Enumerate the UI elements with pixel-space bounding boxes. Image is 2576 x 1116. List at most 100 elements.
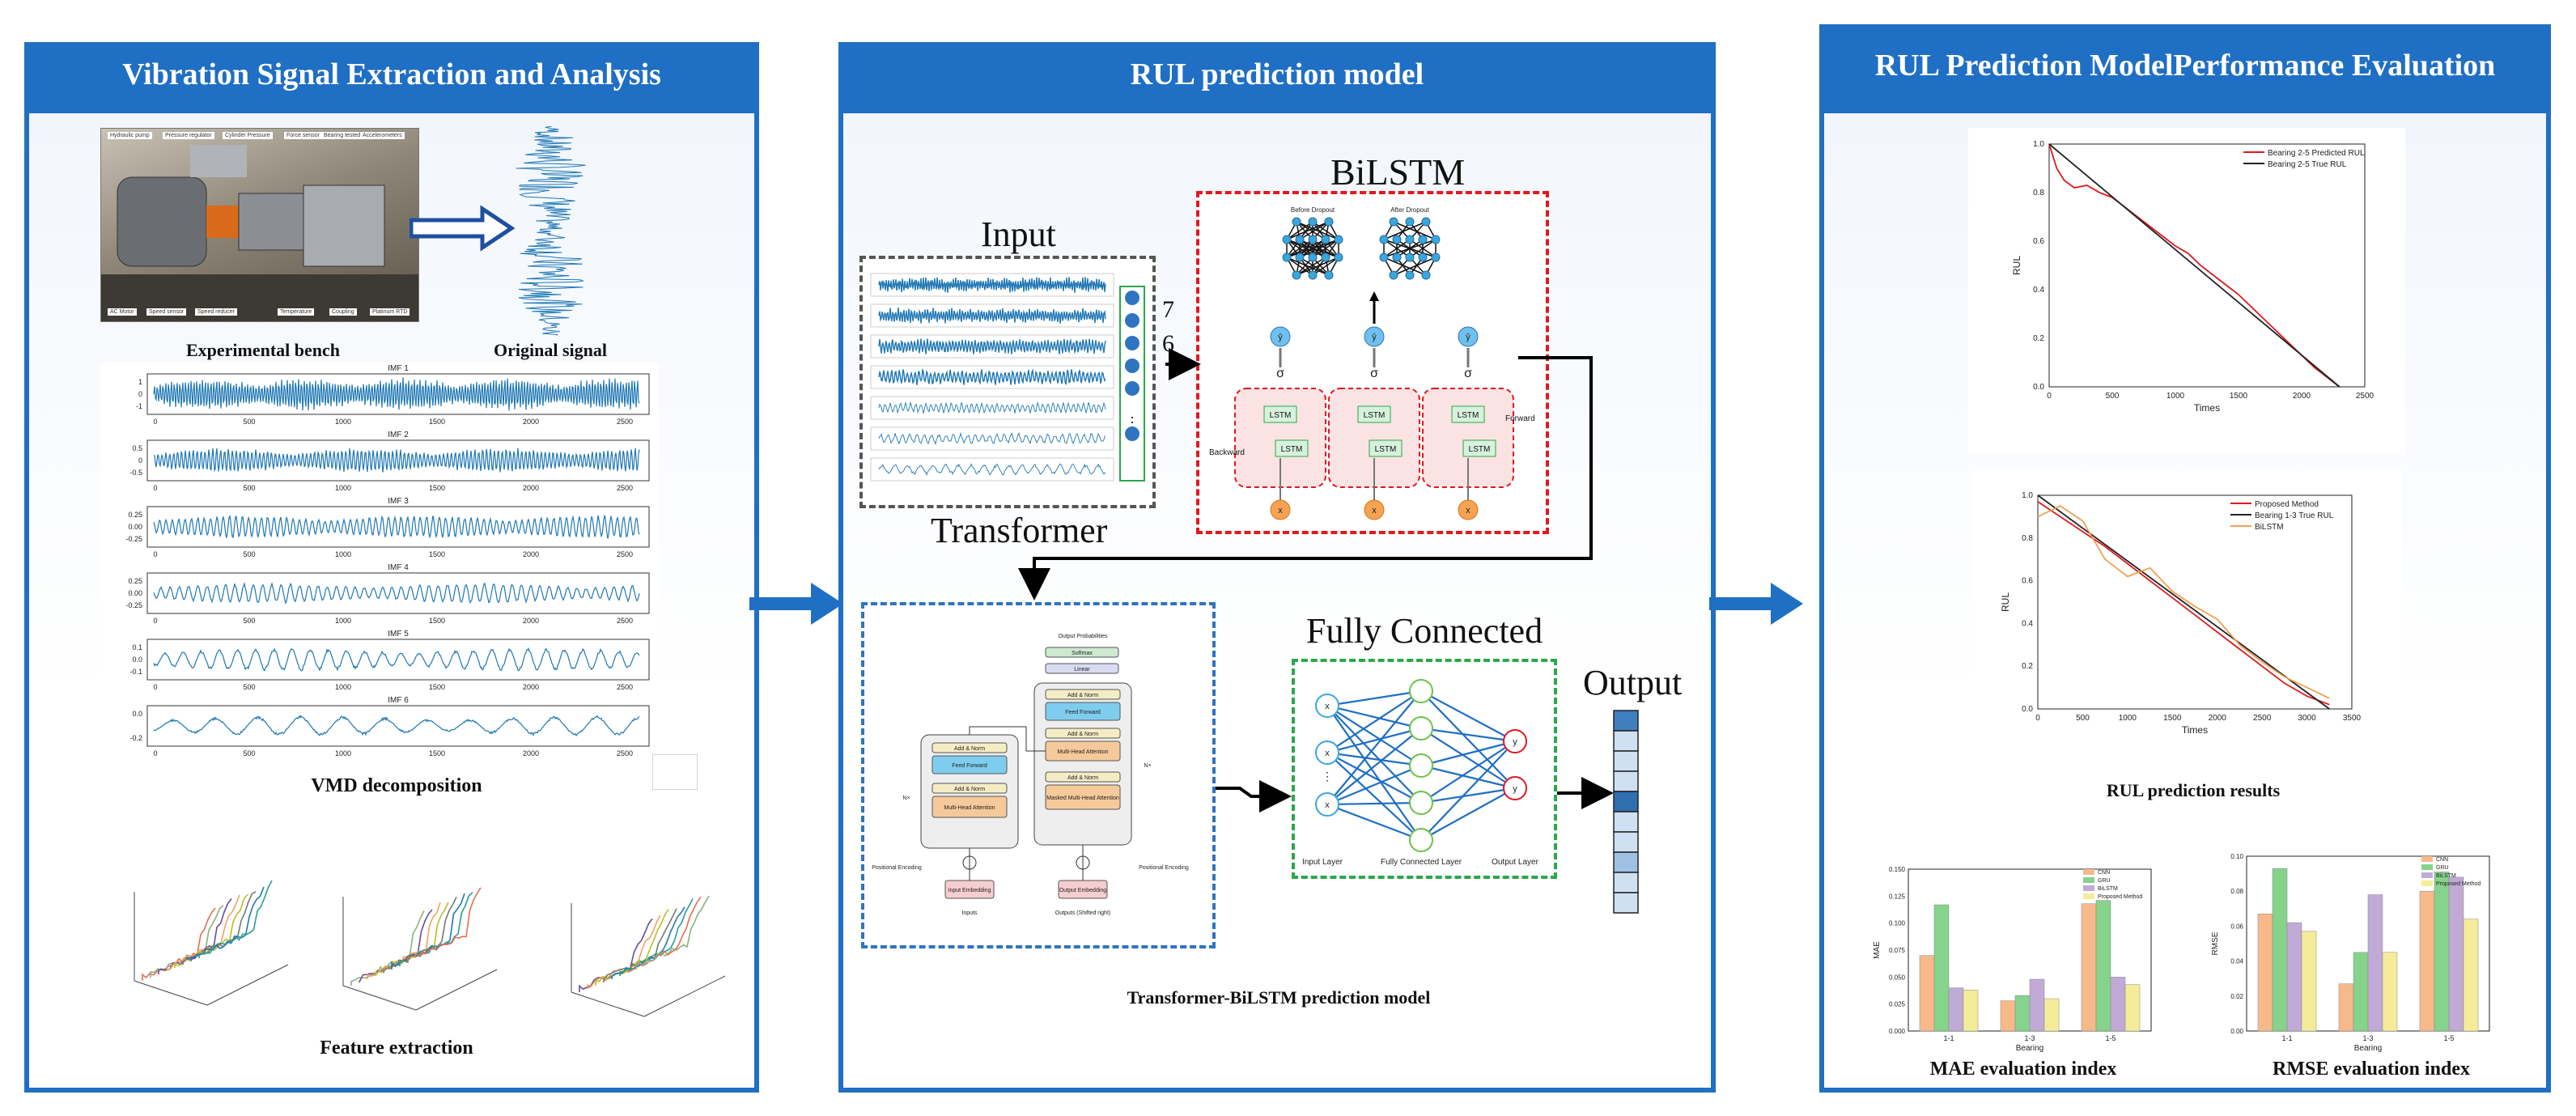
bar-cnn-1-5 — [2081, 903, 2097, 1032]
x-label: x — [1372, 506, 1377, 516]
original-signal-plot — [516, 126, 586, 336]
fc-input-node-0 — [1315, 694, 1339, 718]
feature-curve-0 — [579, 918, 653, 992]
bar-gru-1-1 — [1933, 904, 1950, 1032]
output-cell-6 — [1613, 831, 1639, 853]
dropout-node — [1321, 252, 1330, 262]
bar-cnn-1-3 — [2338, 983, 2354, 1032]
imf-6-ytick: -0.2 — [129, 734, 142, 742]
x-tick-label: 1500 — [2163, 714, 2182, 723]
fc-hidden-node-4 — [1409, 828, 1433, 852]
tf-dec-ff-label: Feed Forward — [1065, 710, 1101, 715]
fc-edge-out — [1420, 740, 1516, 841]
sigma-label: σ — [1464, 367, 1472, 380]
right-panel-title: RUL Prediction ModelPerformance Evaluati… — [1819, 24, 2551, 108]
bar-bilstm-1-3 — [2029, 978, 2045, 1032]
x-label: x — [1278, 506, 1283, 516]
bench-caption: Experimental bench — [185, 340, 341, 360]
fc-edge-in — [1326, 690, 1422, 805]
feature-curve-0 — [350, 910, 425, 986]
dropout-edge — [1393, 221, 1437, 240]
imf-title-1: IMF 1 — [388, 364, 409, 373]
feature-axis-x — [571, 991, 645, 1017]
bar-proposed-method-1-5 — [2463, 919, 2479, 1032]
legend-label-0: Proposed Method — [2255, 500, 2319, 509]
mae-caption: MAE evaluation index — [1929, 1059, 2117, 1080]
tf-input-emb-label: Input Embedding — [948, 888, 991, 893]
output-cell-7 — [1613, 851, 1639, 873]
input-vector-node-4 — [1125, 381, 1139, 396]
vmd-caption: VMD decomposition — [311, 775, 482, 796]
x-tick-label: 1000 — [2119, 714, 2137, 723]
legend-swatch-0 — [2421, 856, 2433, 862]
dropout-arrow-head — [1369, 291, 1379, 301]
tf-dec-addnorm3-label: Add & Norm — [1067, 775, 1098, 781]
y-tick-label: 1.0 — [2022, 491, 2033, 500]
output-cell-0 — [1613, 710, 1639, 732]
left-to-middle-arrow — [749, 583, 843, 625]
legend-label-1: Bearing 2-5 True RUL — [2268, 160, 2347, 169]
imf-6-xtick: 2500 — [617, 749, 633, 757]
bar-bilstm-1-1 — [2286, 922, 2302, 1032]
bar-bilstm-1-1 — [1948, 987, 1964, 1032]
imf-1-xtick: 2000 — [523, 418, 539, 426]
middle-to-right-arrow — [1709, 583, 1803, 625]
tf-output-emb-label: Output Embedding — [1059, 888, 1106, 893]
x-axis-label: Times — [2182, 724, 2208, 736]
imf-4-xtick: 500 — [243, 617, 255, 625]
tf-output-prob: Output Probabilities — [1058, 634, 1108, 639]
x-tick-label: 2500 — [2253, 714, 2272, 723]
empty-frame — [652, 754, 698, 790]
feature-curve-5 — [619, 898, 694, 976]
bar-gru-1-3 — [2353, 952, 2369, 1032]
bar-gru-1-5 — [2434, 872, 2450, 1032]
dropout-node — [1405, 235, 1415, 244]
feature-axis-y — [643, 975, 726, 1017]
feature-curve-0 — [142, 907, 216, 981]
y-axis-label: RUL — [2011, 256, 2022, 275]
output-cell-3 — [1613, 770, 1639, 792]
input-signal-trace-0 — [878, 277, 1106, 293]
feature-curve-1 — [150, 905, 224, 978]
imf-6-xtick: 0 — [153, 749, 157, 757]
legend-swatch-1 — [2421, 864, 2433, 870]
x-tick-label: 1-3 — [2362, 1034, 2373, 1042]
output-label: Output — [1583, 663, 1683, 702]
input-signals: ⋮ — [870, 273, 1145, 482]
fc-label: Fully Connected — [1306, 611, 1543, 651]
dropout-edge — [1296, 257, 1339, 276]
tf-linear — [1045, 663, 1119, 674]
fc-edge-out — [1420, 740, 1516, 804]
dropout-edge — [1383, 239, 1411, 258]
feature-curve-2 — [158, 898, 232, 974]
tf-enc-nx: N× — [902, 796, 910, 801]
bar-cnn-1-1 — [1919, 955, 1935, 1032]
dropout-node — [1292, 270, 1301, 280]
imf-4-xtick: 0 — [153, 617, 157, 625]
tf-enc-addnorm1 — [932, 742, 1008, 753]
tf-dec-pos-label: Positional Encoding — [1139, 865, 1189, 871]
x-tick-label: 500 — [2076, 714, 2090, 723]
imf-trace-5 — [153, 647, 640, 672]
y-tick-label: 0.100 — [1889, 920, 1906, 927]
input-vector-node-0 — [1125, 291, 1139, 305]
legend-label-0: CNN — [2436, 857, 2448, 863]
imf-1-xtick: 0 — [153, 418, 157, 426]
y-tick-label: 1.0 — [2033, 140, 2044, 149]
imf-5-xtick: 2500 — [617, 683, 633, 691]
lstm-label: LSTM — [1281, 445, 1303, 454]
legend-label-0: Bearing 2-5 Predicted RUL — [2268, 149, 2365, 158]
legend-label-1: GRU — [2436, 865, 2449, 871]
dropout-node — [1431, 252, 1441, 262]
fc-output-node-label: y — [1513, 737, 1517, 747]
backward-label: Backward — [1209, 448, 1245, 457]
imf-3-xtick: 1000 — [335, 550, 351, 558]
fc-input-node-label: x — [1325, 800, 1330, 810]
rul-caption: RUL prediction results — [2106, 780, 2281, 800]
dropout-label: After Dropout — [1390, 206, 1429, 214]
dropout-edge — [1296, 221, 1339, 240]
dropout-node — [1308, 217, 1318, 227]
bar-bilstm-1-5 — [2448, 876, 2464, 1032]
